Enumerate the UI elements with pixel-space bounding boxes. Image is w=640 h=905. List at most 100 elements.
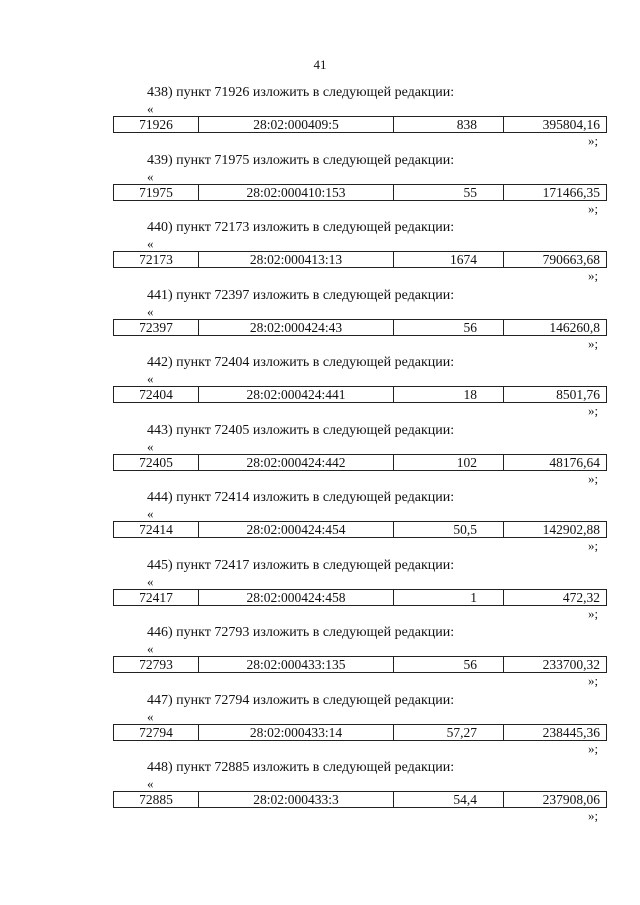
- amendment-heading: 440) пункт 72173 изложить в следующей ре…: [147, 220, 455, 235]
- cell-area: 50,5: [393, 522, 503, 537]
- cell-area: 54,4: [393, 792, 503, 807]
- opening-quote: «: [147, 303, 154, 319]
- cell-value: 8501,76: [503, 387, 606, 402]
- amendment-item: 445) пункт 72417 изложить в следующей ре…: [0, 558, 640, 626]
- opening-quote: «: [147, 573, 154, 589]
- amendment-heading: 441) пункт 72397 изложить в следующей ре…: [147, 287, 455, 303]
- cell-area: 18: [393, 387, 503, 402]
- opening-quote: «: [147, 236, 154, 251]
- table-row: 72173 28:02:000413:13 1674 790663,68: [113, 251, 607, 268]
- amendment-item: 438) пункт 71926 изложить в следующей ре…: [0, 85, 640, 153]
- table-row: 71975 28:02:000410:153 55 171466,35: [113, 183, 607, 201]
- closing-quote: »;: [588, 673, 599, 688]
- cell-area: 55: [393, 184, 503, 200]
- table-row: 72405 28:02:000424:442 102 48176,64: [113, 453, 607, 471]
- cell-area: 1674: [393, 252, 503, 267]
- cell-value: 171466,35: [503, 184, 606, 200]
- closing-quote: »;: [588, 605, 599, 621]
- closing-quote: »;: [588, 740, 599, 756]
- amendment-item: 443) пункт 72405 изложить в следующей ре…: [0, 423, 640, 491]
- cell-cadastral-number: 28:02:000433:14: [198, 724, 393, 740]
- opening-quote: «: [147, 438, 154, 454]
- closing-quote: »;: [588, 403, 599, 418]
- table-row: 72793 28:02:000433:135 56 233700,32: [113, 656, 607, 673]
- amendment-heading: 442) пункт 72404 изложить в следующей ре…: [147, 355, 455, 370]
- cell-cadastral-number: 28:02:000424:441: [198, 387, 393, 402]
- cell-value: 472,32: [503, 589, 606, 605]
- opening-quote: «: [147, 168, 154, 184]
- cell-item-number: 71926: [139, 117, 173, 132]
- opening-quote: «: [147, 101, 154, 116]
- cell-area: 1: [393, 589, 503, 605]
- cell-item-number: 72414: [139, 522, 173, 537]
- cell-cadastral-number: 28:02:000433:135: [198, 657, 393, 672]
- amendment-item: 447) пункт 72794 изложить в следующей ре…: [0, 693, 640, 761]
- table-row: 72414 28:02:000424:454 50,5 142902,88: [113, 521, 607, 538]
- page-number: 41: [313, 57, 327, 72]
- amendment-item: 442) пункт 72404 изложить в следующей ре…: [0, 355, 640, 423]
- amendment-heading: 443) пункт 72405 изложить в следующей ре…: [147, 422, 455, 438]
- amendment-item: 439) пункт 71975 изложить в следующей ре…: [0, 153, 640, 221]
- cell-area: 838: [393, 117, 503, 132]
- cell-cadastral-number: 28:02:000433:3: [198, 792, 393, 807]
- amendment-item: 444) пункт 72414 изложить в следующей ре…: [0, 490, 640, 558]
- opening-quote: «: [147, 371, 154, 386]
- cell-item-number: 71975: [139, 184, 173, 200]
- opening-quote: «: [147, 776, 154, 791]
- table-row: 71926 28:02:000409:5 838 395804,16: [113, 116, 607, 133]
- cell-item-number: 72405: [139, 454, 173, 470]
- closing-quote: »;: [588, 200, 599, 216]
- cell-item-number: 72794: [139, 724, 173, 740]
- cell-value: 395804,16: [503, 117, 606, 132]
- amendment-heading: 444) пункт 72414 изложить в следующей ре…: [147, 490, 455, 505]
- cell-value: 237908,06: [503, 792, 606, 807]
- amendment-list: 438) пункт 71926 изложить в следующей ре…: [0, 85, 640, 828]
- table-row: 72794 28:02:000433:14 57,27 238445,36: [113, 723, 607, 741]
- opening-quote: «: [147, 641, 154, 656]
- amendment-item: 446) пункт 72793 изложить в следующей ре…: [0, 625, 640, 693]
- cell-area: 56: [393, 319, 503, 335]
- cell-cadastral-number: 28:02:000409:5: [198, 117, 393, 132]
- cell-area: 56: [393, 657, 503, 672]
- amendment-heading: 439) пункт 71975 изложить в следующей ре…: [147, 152, 455, 168]
- table-row: 72397 28:02:000424:43 56 146260,8: [113, 318, 607, 336]
- closing-quote: »;: [588, 808, 599, 823]
- cell-value: 142902,88: [503, 522, 606, 537]
- cell-value: 238445,36: [503, 724, 606, 740]
- cell-value: 146260,8: [503, 319, 606, 335]
- amendment-heading: 438) пункт 71926 изложить в следующей ре…: [147, 85, 455, 100]
- cell-cadastral-number: 28:02:000424:454: [198, 522, 393, 537]
- cell-item-number: 72417: [139, 589, 173, 605]
- amendment-heading: 445) пункт 72417 изложить в следующей ре…: [147, 557, 455, 573]
- cell-value: 48176,64: [503, 454, 606, 470]
- closing-quote: »;: [588, 538, 599, 553]
- cell-item-number: 72793: [139, 657, 173, 672]
- cell-item-number: 72173: [139, 252, 173, 267]
- cell-cadastral-number: 28:02:000424:43: [198, 319, 393, 335]
- cell-cadastral-number: 28:02:000413:13: [198, 252, 393, 267]
- amendment-heading: 447) пункт 72794 изложить в следующей ре…: [147, 692, 455, 708]
- table-row: 72417 28:02:000424:458 1 472,32: [113, 588, 607, 606]
- table-row: 72404 28:02:000424:441 18 8501,76: [113, 386, 607, 403]
- table-row: 72885 28:02:000433:3 54,4 237908,06: [113, 791, 607, 808]
- cell-item-number: 72397: [139, 319, 173, 335]
- opening-quote: «: [147, 708, 154, 724]
- amendment-item: 448) пункт 72885 изложить в следующей ре…: [0, 760, 640, 828]
- amendment-item: 440) пункт 72173 изложить в следующей ре…: [0, 220, 640, 288]
- cell-area: 102: [393, 454, 503, 470]
- cell-cadastral-number: 28:02:000410:153: [198, 184, 393, 200]
- cell-value: 233700,32: [503, 657, 606, 672]
- closing-quote: »;: [588, 335, 599, 351]
- closing-quote: »;: [588, 268, 599, 283]
- cell-item-number: 72885: [139, 792, 173, 807]
- amendment-item: 441) пункт 72397 изложить в следующей ре…: [0, 288, 640, 356]
- opening-quote: «: [147, 506, 154, 521]
- cell-area: 57,27: [393, 724, 503, 740]
- closing-quote: »;: [588, 133, 599, 148]
- cell-value: 790663,68: [503, 252, 606, 267]
- cell-cadastral-number: 28:02:000424:442: [198, 454, 393, 470]
- closing-quote: »;: [588, 470, 599, 486]
- amendment-heading: 446) пункт 72793 изложить в следующей ре…: [147, 625, 455, 640]
- amendment-heading: 448) пункт 72885 изложить в следующей ре…: [147, 760, 455, 775]
- cell-item-number: 72404: [139, 387, 173, 402]
